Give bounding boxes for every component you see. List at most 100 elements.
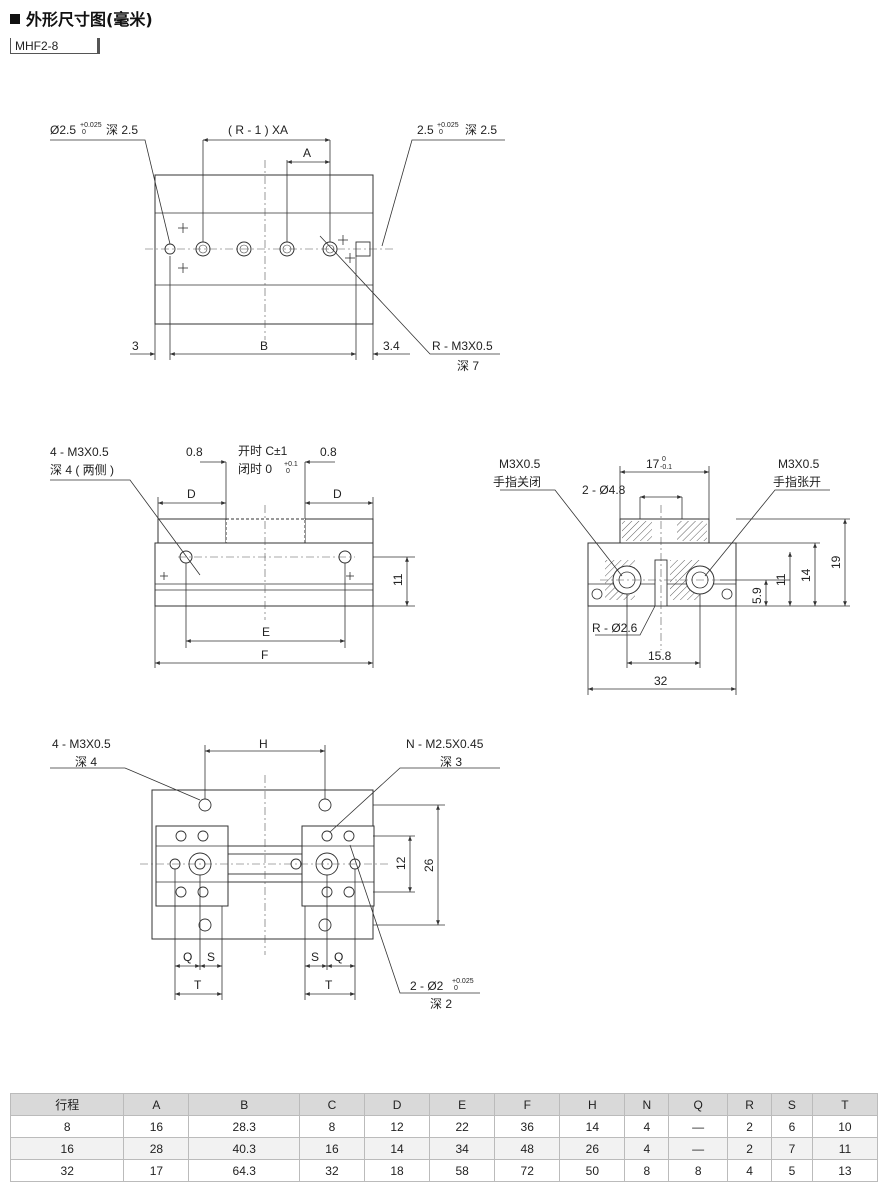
table-row: 16 28 40.3 16 14 34 48 26 4 — 2 7 11 <box>9 1137 879 1160</box>
page-title-text: 外形尺寸图(毫米) <box>26 10 153 29</box>
table-cell: 26 <box>559 1137 626 1160</box>
front-dim-e: E <box>262 625 270 639</box>
table-cell: 7 <box>770 1137 813 1160</box>
table-cell: 40.3 <box>188 1137 300 1160</box>
front-close-tol-upper: +0.1 <box>284 461 298 468</box>
side-dim-32: 32 <box>654 674 668 688</box>
technical-drawing: Ø2.5 +0.025 0 深 2.5 ( R - 1 ) XA A 2.5 +… <box>50 122 850 1011</box>
table-cell: 11 <box>811 1137 879 1160</box>
top-dim-left: 3 <box>132 339 139 353</box>
table-cell: 8 <box>298 1115 366 1138</box>
top-thread-label: R - M3X0.5 <box>432 339 493 353</box>
front-gap-right: 0.8 <box>320 445 337 459</box>
top-dim-right: 3.4 <box>383 339 400 353</box>
bottom-pin-label: 2 - Ø2 <box>410 979 444 993</box>
table-cell: — <box>668 1115 729 1138</box>
bottom-dim-26: 26 <box>422 858 436 872</box>
spec-header-cell: D <box>363 1093 431 1116</box>
table-cell: 6 <box>770 1115 813 1138</box>
top-view-body <box>154 174 374 325</box>
front-view-body <box>154 542 374 607</box>
table-cell: 64.3 <box>188 1159 300 1182</box>
table-cell: 8 <box>668 1159 729 1182</box>
spec-header-cell: B <box>188 1093 300 1116</box>
bottom-view: 4 - M3X0.5 深 4 H N - M2.5X0.45 深 3 12 26… <box>50 737 500 1011</box>
front-view: 4 - M3X0.5 深 4 ( 两侧 ) 0.8 0.8 开时 C±1 闭时 … <box>50 444 415 668</box>
side-dim-158: 15.8 <box>648 649 672 663</box>
spec-header-cell: R <box>727 1093 772 1116</box>
spec-table-header-row: 行程 A B C D E F H N Q R S T <box>9 1093 879 1116</box>
bottom-s-left: S <box>207 950 215 964</box>
bottom-dim-h: H <box>259 737 268 751</box>
table-cell: 28 <box>123 1137 190 1160</box>
top-hole-tol-lower: 0 <box>82 129 86 136</box>
front-close-label: 闭时 0 <box>238 462 272 476</box>
bottom-pin-tol-upper: +0.025 <box>452 978 474 985</box>
model-tag: MHF2-8 <box>10 38 100 54</box>
front-open-label: 开时 C±1 <box>238 444 288 458</box>
top-view: Ø2.5 +0.025 0 深 2.5 ( R - 1 ) XA A 2.5 +… <box>50 122 505 373</box>
table-cell: 48 <box>494 1137 561 1160</box>
table-cell: 10 <box>811 1115 879 1138</box>
spec-header-cell: 行程 <box>9 1093 125 1116</box>
table-cell: 18 <box>363 1159 431 1182</box>
top-slot-tol-lower: 0 <box>439 129 443 136</box>
top-pitch-label: ( R - 1 ) XA <box>228 123 288 137</box>
table-cell: 2 <box>727 1137 772 1160</box>
bottom-q-right: Q <box>334 950 343 964</box>
pin-slot-right <box>355 241 371 257</box>
spec-table: 行程 A B C D E F H N Q R S T 8 16 28.3 8 1… <box>9 1093 879 1182</box>
table-cell: 32 <box>9 1159 125 1182</box>
bottom-thread2-label: N - M2.5X0.45 <box>406 737 484 751</box>
side-dim-17-tol-lower: -0.1 <box>660 464 672 471</box>
top-slot-depth: 深 2.5 <box>465 123 497 137</box>
side-holes: 2 - Ø4.8 <box>582 483 626 497</box>
side-dim-19: 19 <box>829 555 843 569</box>
side-right-note: 手指张开 <box>773 474 821 489</box>
side-dim-14: 14 <box>799 568 813 582</box>
table-cell: 8 <box>624 1159 670 1182</box>
top-hole-tol-upper: +0.025 <box>80 122 102 129</box>
side-dim-59: 5.9 <box>750 587 764 604</box>
spec-header-cell: Q <box>668 1093 729 1116</box>
bottom-q-left: Q <box>183 950 192 964</box>
jaw-left <box>157 518 227 544</box>
top-a-label: A <box>303 146 311 160</box>
table-cell: 34 <box>429 1137 496 1160</box>
table-cell: 32 <box>298 1159 366 1182</box>
table-cell: 17 <box>123 1159 190 1182</box>
side-right-thread: M3X0.5 <box>778 457 820 471</box>
table-cell: 58 <box>429 1159 496 1182</box>
table-cell: 16 <box>298 1137 366 1160</box>
spec-header-cell: S <box>770 1093 813 1116</box>
bottom-pin-tol-lower: 0 <box>454 985 458 992</box>
table-row: 8 16 28.3 8 12 22 36 14 4 — 2 6 10 <box>9 1115 879 1138</box>
bottom-s-right: S <box>311 950 319 964</box>
bottom-thread-label: 4 - M3X0.5 <box>52 737 111 751</box>
table-cell: 16 <box>9 1137 125 1160</box>
bottom-t-right: T <box>325 978 333 992</box>
top-slot-label: 2.5 <box>417 123 434 137</box>
bottom-thread-holes <box>169 798 361 932</box>
square-bullet-icon <box>10 14 20 24</box>
side-left-thread: M3X0.5 <box>499 457 541 471</box>
table-cell: 12 <box>363 1115 431 1138</box>
spec-header-cell: F <box>494 1093 561 1116</box>
side-view: M3X0.5 手指关闭 M3X0.5 手指张开 17 0 -0.1 2 - Ø4… <box>493 456 850 695</box>
bottom-dim-12: 12 <box>394 856 408 870</box>
table-cell: 2 <box>727 1115 772 1138</box>
front-close-tol-lower: 0 <box>286 468 290 475</box>
front-dim-11: 11 <box>391 573 405 586</box>
bottom-pin-depth: 深 2 <box>430 997 452 1011</box>
table-cell: 72 <box>494 1159 561 1182</box>
table-cell: 4 <box>624 1137 670 1160</box>
bottom-t-left: T <box>194 978 202 992</box>
spec-header-cell: H <box>559 1093 626 1116</box>
spec-header-cell: A <box>123 1093 190 1116</box>
table-cell: — <box>668 1137 729 1160</box>
table-cell: 13 <box>811 1159 879 1182</box>
table-cell: 14 <box>363 1137 431 1160</box>
top-hole-label: Ø2.5 <box>50 123 76 137</box>
jaw-right <box>304 518 374 544</box>
front-gap-left: 0.8 <box>186 445 203 459</box>
